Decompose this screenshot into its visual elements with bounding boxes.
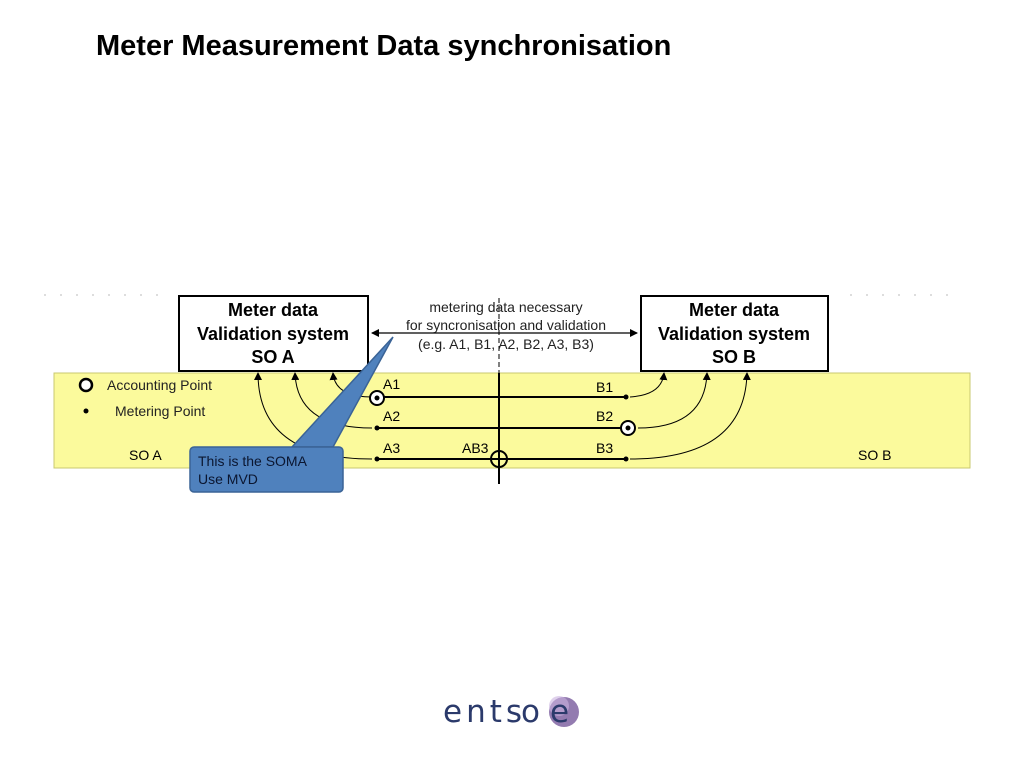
metering-point-b1 (623, 394, 629, 400)
region-label-so-b: SO B (858, 447, 891, 463)
metering-point-a2 (374, 425, 380, 431)
callout-box (189, 446, 344, 493)
label-b3: B3 (596, 440, 613, 456)
page-title: Meter Measurement Data synchronisation (96, 30, 672, 62)
label-a3: A3 (383, 440, 400, 456)
label-b1: B1 (596, 379, 613, 395)
label-b2: B2 (596, 408, 613, 424)
logo-e-mark: e (544, 690, 580, 730)
flow-a2-to-so-a (291, 372, 373, 429)
legend-accounting-label: Accounting Point (107, 377, 212, 393)
note-line1: metering data necessary (429, 299, 582, 315)
box-left-line3: SO A (251, 347, 294, 367)
flow-b2-to-so-b (637, 372, 711, 429)
metering-point-b3 (623, 456, 629, 462)
callout-line1: This is the SOMA (198, 453, 308, 469)
label-a1: A1 (383, 376, 400, 392)
logo-o: o (521, 694, 544, 730)
callout-line2: Use MVD (198, 471, 258, 487)
box-right-line1: Meter data (689, 300, 780, 320)
box-validation-so-a (178, 295, 369, 372)
box-right-line3: SO B (712, 347, 756, 367)
logo-text: ents (443, 694, 527, 730)
flow-b3-to-so-b (629, 372, 751, 460)
accounting-point-ab3 (490, 450, 508, 468)
legend-metering-icon (83, 408, 89, 414)
box-left-line2: Validation system (197, 324, 349, 344)
accounting-point-a1-dot (374, 395, 380, 401)
region-label-so-a: SO A (129, 447, 162, 463)
box-right-line2: Validation system (658, 324, 810, 344)
legend-metering-label: Metering Point (115, 403, 205, 419)
label-a2: A2 (383, 408, 400, 424)
label-ab3: AB3 (462, 440, 489, 456)
flow-b1-to-so-b (629, 372, 668, 398)
box-validation-so-b (640, 295, 829, 372)
box-left-line1: Meter data (228, 300, 319, 320)
note-line2: for syncronisation and validation (406, 317, 606, 333)
logo-e-letter: e (550, 694, 574, 730)
metering-point-a3 (374, 456, 380, 462)
note-line3: (e.g. A1, B1, A2, B2, A3, B3) (418, 336, 594, 352)
flow-a3-to-so-a (254, 372, 373, 460)
legend-accounting-icon (78, 377, 94, 393)
accounting-point-b2-dot (625, 425, 631, 431)
logo-e-circle-icon (549, 696, 579, 727)
